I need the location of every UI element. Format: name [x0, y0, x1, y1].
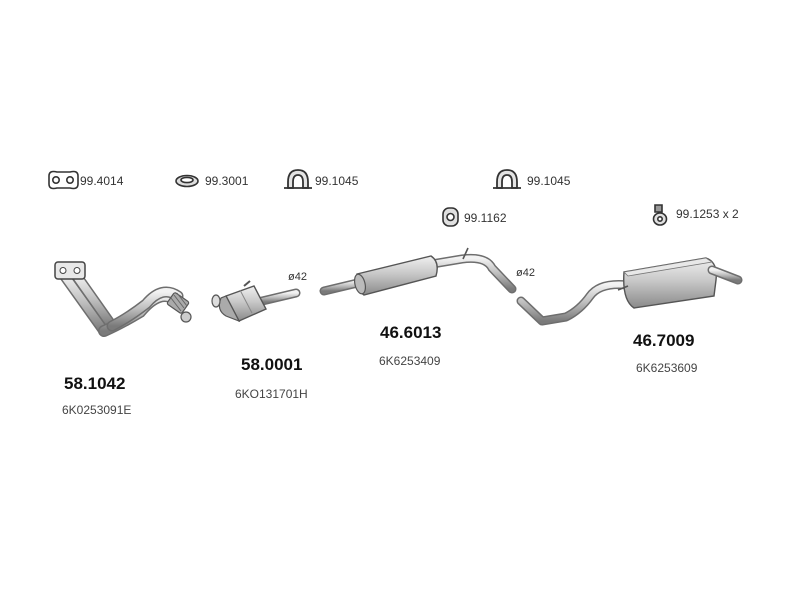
flange-gasket-icon	[48, 170, 79, 190]
rubber-mount-icon	[442, 207, 459, 227]
catalytic-converter-icon	[211, 280, 301, 323]
rear-silencer-icon	[516, 257, 743, 326]
accessory-code: 99.1045	[527, 174, 571, 188]
oe-number: 6K6253609	[636, 361, 698, 375]
clamp-icon	[284, 169, 312, 189]
diameter-label: ø42	[516, 267, 535, 279]
oe-number: 6K0253091E	[62, 403, 132, 417]
oe-number: 6K6253409	[379, 354, 441, 368]
oe-number: 6KO131701H	[235, 387, 308, 401]
hanger-icon	[652, 204, 668, 226]
middle-silencer-icon	[319, 247, 517, 296]
ring-gasket-icon	[175, 174, 199, 188]
front-pipe-icon	[54, 261, 192, 337]
part-number: 46.6013	[380, 323, 442, 342]
accessory-code: 99.4014	[80, 174, 124, 188]
accessory-code: 99.1045	[315, 174, 359, 188]
accessory-code: 99.3001	[205, 174, 249, 188]
clamp-icon	[493, 169, 521, 189]
accessory-code: 99.1253 x 2	[676, 207, 739, 221]
part-number: 58.0001	[241, 355, 303, 374]
diameter-label: ø42	[288, 271, 307, 283]
part-number: 58.1042	[64, 374, 126, 393]
part-number: 46.7009	[633, 331, 695, 350]
accessory-code: 99.1162	[464, 211, 507, 225]
